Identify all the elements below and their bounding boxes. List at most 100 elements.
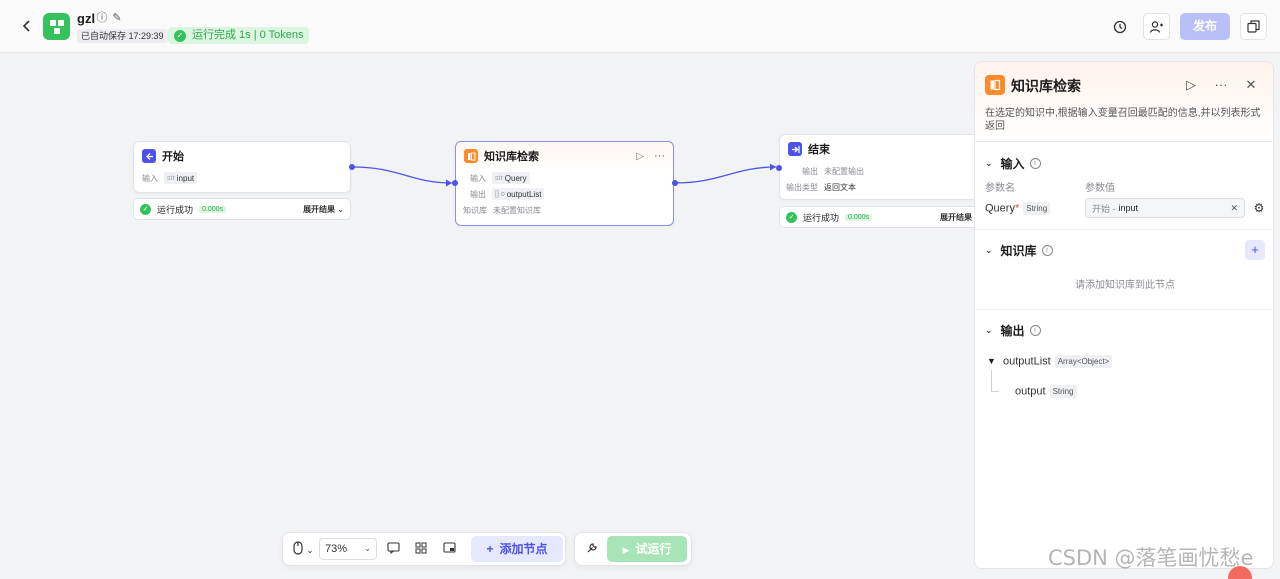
app-logo-icon <box>43 13 70 40</box>
add-kb-button[interactable]: + <box>1245 240 1265 260</box>
autosave-status: 已自动保存 17:29:39 <box>77 29 168 43</box>
start-node-icon <box>142 149 156 163</box>
minimap-icon[interactable] <box>440 541 458 559</box>
output-label: 输出 <box>470 189 486 199</box>
chevron-down-icon: ⌄ <box>985 158 993 168</box>
end-run-status: ✓ 运行成功 0.000s 展开结果 <box>779 206 979 228</box>
start-run-status: ✓ 运行成功 0.000s 展开结果 ⌄ <box>133 198 351 220</box>
copy-icon <box>1247 20 1260 33</box>
app-name: gzl <box>77 11 96 26</box>
success-icon: ✓ <box>786 211 797 223</box>
output-value: 未配置输出 <box>824 166 864 176</box>
connection-lines <box>351 163 777 187</box>
kb-node-icon <box>464 149 478 163</box>
expand-results-button[interactable]: 展开结果 ⌄ <box>303 204 344 214</box>
param-value-selector[interactable]: 开始 - input ✕ <box>1085 198 1245 218</box>
param-query: Query*String <box>985 202 1051 215</box>
input-label: 输入 <box>470 173 486 183</box>
info-icon[interactable]: ⓘ <box>96 12 108 24</box>
copy-button[interactable] <box>1240 13 1267 40</box>
watermark: CSDN @落笔画忧愁e <box>1048 546 1254 570</box>
kb-label: 知识库 <box>463 205 487 215</box>
run-status-label: 运行成功 <box>803 212 840 223</box>
start-node-title: 开始 <box>162 151 184 163</box>
input-label: 输入 <box>142 173 158 183</box>
top-bar: gzl ⓘ ✎ 已自动保存 17:29:39 ✓ 运行完成 1s | 0 Tok… <box>0 0 1280 53</box>
edit-icon[interactable]: ✎ <box>112 12 122 24</box>
play-icon: ▶ <box>622 545 630 555</box>
info-icon: i <box>1041 245 1053 256</box>
panel-title: 知识库检索 <box>1011 78 1081 94</box>
kb-output-port[interactable] <box>672 180 678 186</box>
kb-node-title: 知识库检索 <box>484 151 539 163</box>
end-node-icon <box>788 142 802 156</box>
param-value-header: 参数值 <box>1085 183 1115 194</box>
output-type-value: 返回文本 <box>824 182 856 192</box>
tree-connector <box>991 370 999 392</box>
kb-value: 未配置知识库 <box>493 205 541 215</box>
end-input-port[interactable] <box>776 165 782 171</box>
grid-layout-icon[interactable] <box>412 541 430 559</box>
kb-node-icon <box>985 75 1005 95</box>
chevron-down-icon: ⌄ <box>985 325 993 335</box>
check-circle-icon: ✓ <box>174 29 186 42</box>
end-node-title: 结束 <box>808 144 830 156</box>
run-node-icon[interactable]: ▷ <box>636 150 644 162</box>
mouse-mode-icon[interactable] <box>289 541 307 559</box>
input-section: ⌄ 输入 i 参数名 参数值 <box>975 142 1273 230</box>
comment-icon[interactable] <box>384 541 402 559</box>
history-icon <box>1113 20 1126 33</box>
wrench-icon[interactable] <box>583 541 601 559</box>
close-icon[interactable]: ✕ <box>1245 77 1257 92</box>
canvas-toolbar: ⌄ 73% ⌄ +添加节点 <box>282 532 566 566</box>
expand-results-button[interactable]: 展开结果 <box>940 212 972 222</box>
add-node-button[interactable]: +添加节点 <box>471 536 563 562</box>
gear-icon[interactable]: ⚙ <box>1253 201 1265 215</box>
output-type-label: 输出类型 <box>786 182 818 192</box>
chevron-down-icon[interactable]: ⌄ <box>306 545 314 555</box>
info-icon: i <box>1029 325 1041 336</box>
kb-input-port[interactable] <box>452 180 458 186</box>
clear-icon[interactable]: ✕ <box>1230 202 1238 213</box>
run-status-label: 运行成功 <box>157 204 194 215</box>
start-output-port[interactable] <box>349 164 355 170</box>
more-icon[interactable]: ··· <box>654 150 665 162</box>
info-icon: i <box>1029 158 1041 169</box>
more-icon[interactable]: ··· <box>1214 77 1228 92</box>
output-label: 输出 <box>802 166 818 176</box>
output-section-header[interactable]: ⌄ 输出 i <box>985 322 1041 339</box>
node-config-panel: 知识库检索 ▷ ··· ✕ 在选定的知识中,根据输入变量召回最匹配的信息,并以列… <box>974 61 1274 569</box>
chevron-down-icon: ⌄ <box>337 204 344 214</box>
end-node[interactable]: 结束 输出 未配置输出 输出类型 返回文本 <box>776 134 979 200</box>
kb-empty-hint: 请添加知识库到此节点 <box>1075 280 1175 291</box>
collaborators-button[interactable] <box>1143 13 1170 40</box>
kb-section: ⌄ 知识库 i 请添加知识库到此节点 <box>975 230 1273 310</box>
chevron-down-icon: ⌄ <box>364 544 371 553</box>
plus-icon: + <box>486 542 494 556</box>
param-name-header: 参数名 <box>985 183 1015 194</box>
panel-description: 在选定的知识中,根据输入变量召回最匹配的信息,并以列表形式返回 <box>985 108 1261 132</box>
history-button[interactable] <box>1106 13 1133 40</box>
zoom-select[interactable]: 73% ⌄ <box>319 538 377 560</box>
run-status-text: 运行完成 1s | 0 Tokens <box>192 29 304 41</box>
success-icon: ✓ <box>140 203 151 215</box>
kb-section-header[interactable]: ⌄ 知识库 i <box>985 242 1053 259</box>
tree-expand-icon[interactable]: ▼ <box>987 356 996 366</box>
run-time: 0.000s <box>199 205 227 213</box>
run-status-badge[interactable]: ✓ 运行完成 1s | 0 Tokens <box>168 27 310 44</box>
run-node-icon[interactable]: ▷ <box>1186 77 1196 92</box>
mascot-avatar <box>1228 566 1252 579</box>
input-section-header[interactable]: ⌄ 输入 i <box>985 155 1041 172</box>
back-icon[interactable] <box>18 17 36 35</box>
publish-button[interactable]: 发布 <box>1180 13 1230 40</box>
run-time: 0.000s <box>845 213 873 221</box>
test-run-button[interactable]: ▶试运行 <box>607 536 687 562</box>
